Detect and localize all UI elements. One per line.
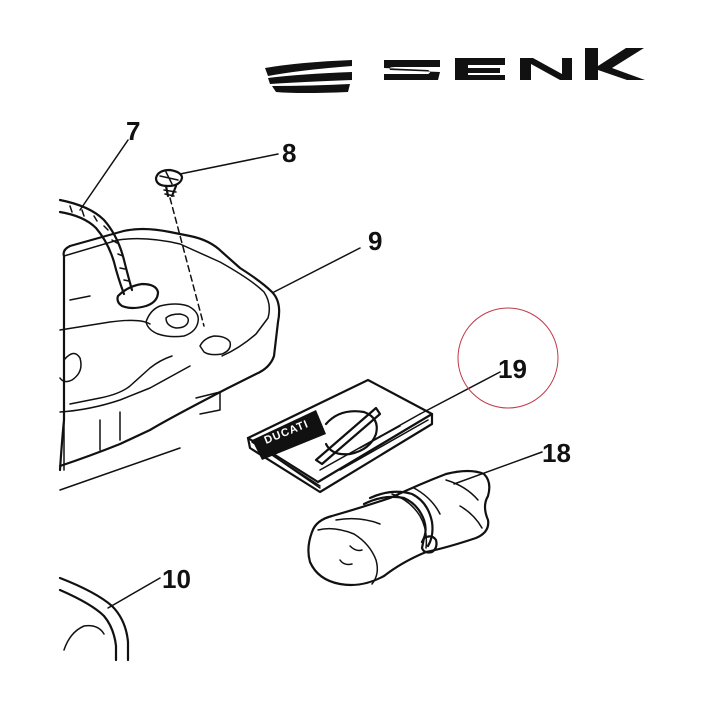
- leader-7: [79, 139, 129, 211]
- part-8-screw: [154, 168, 205, 327]
- leader-10: [107, 577, 161, 609]
- callout-18: 18: [542, 438, 571, 468]
- leader-8: [179, 153, 279, 175]
- leader-9: [273, 247, 361, 293]
- part-7-cable: [58, 198, 160, 310]
- leader-18: [453, 451, 543, 485]
- part-19-manual: DUCATI: [246, 378, 434, 494]
- callout-7: 7: [126, 116, 140, 146]
- part-10-cover: [58, 576, 130, 662]
- callout-9: 9: [368, 226, 382, 256]
- brand-logo: [265, 48, 645, 93]
- highlight-circle: [457, 307, 559, 409]
- callout-8: 8: [282, 138, 296, 168]
- leader-19: [419, 371, 501, 415]
- callout-10: 10: [162, 564, 191, 594]
- leader-lines: [79, 139, 543, 609]
- part-18-tool-roll: [307, 469, 491, 587]
- callout-19: 19: [498, 354, 527, 384]
- part-9-tray: [58, 227, 281, 491]
